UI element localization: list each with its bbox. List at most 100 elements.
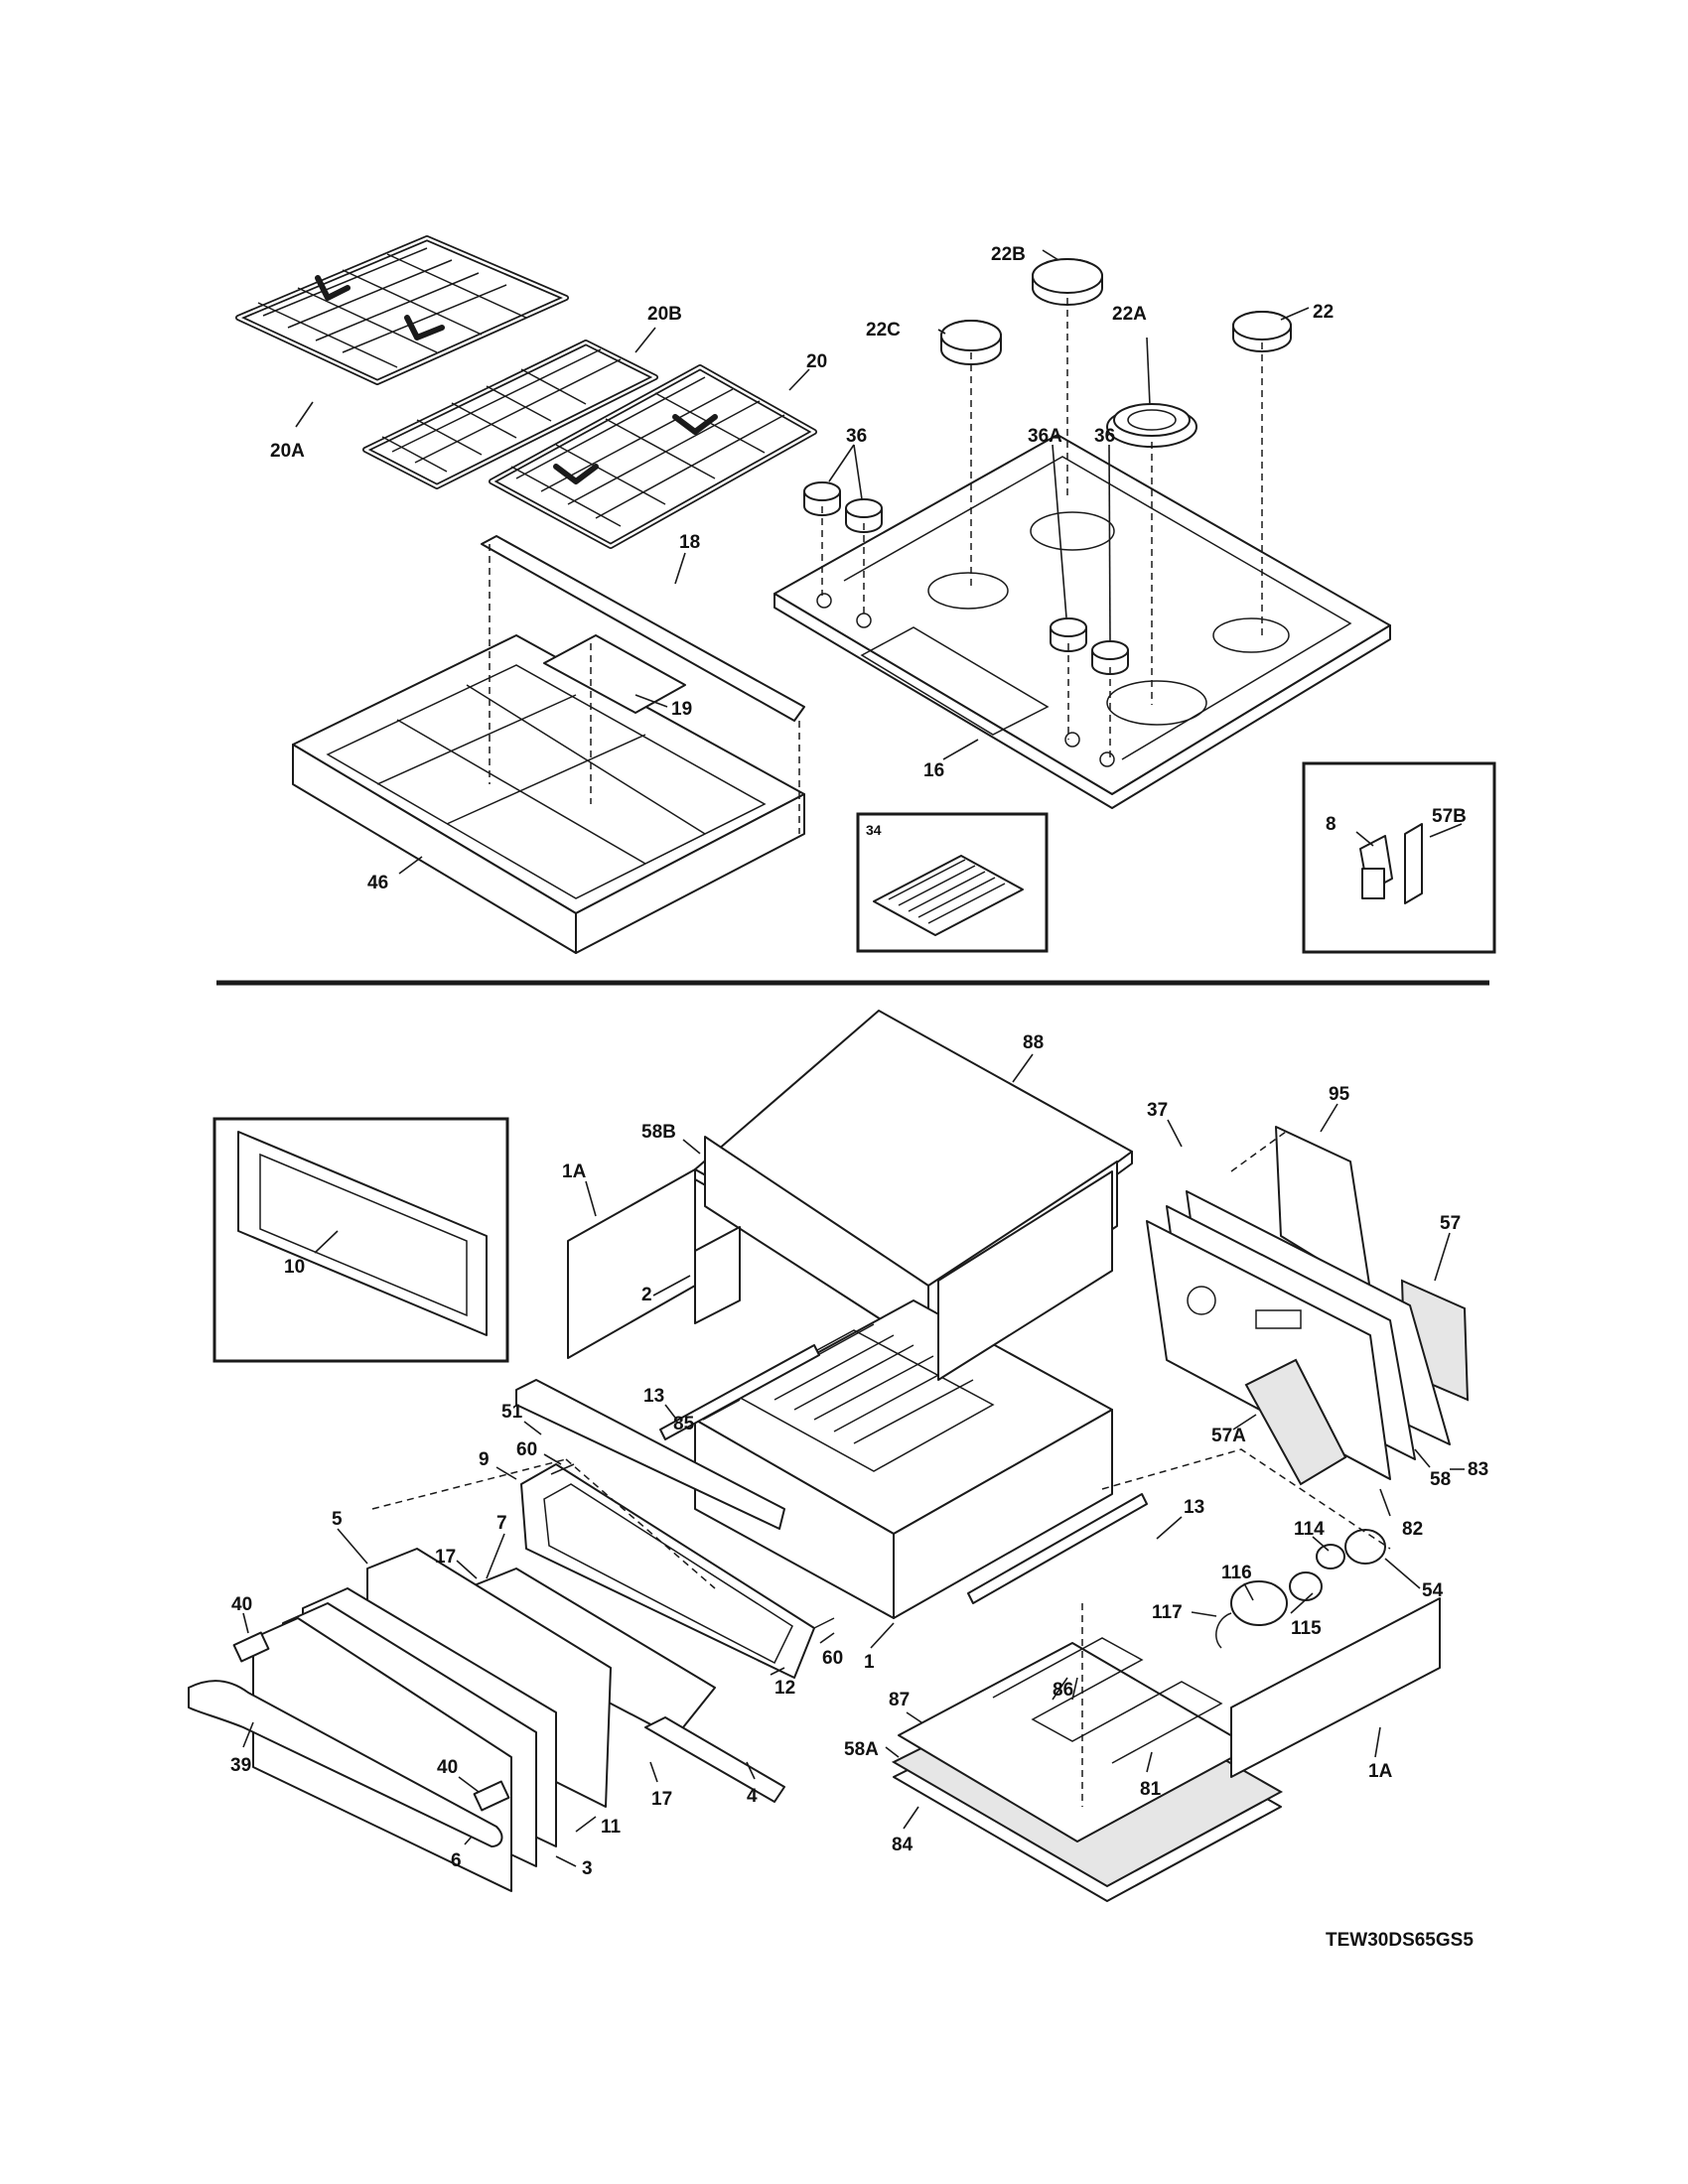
label-19: 19 [671,699,692,720]
leader-lines [242,249,1465,1867]
cooktop-16 [774,434,1391,809]
burner-cap-22a [1106,403,1197,448]
cavity-back [937,1170,1113,1381]
model-number: TEW30DS65GS5 [1326,1930,1474,1951]
label-51: 51 [501,1402,523,1423]
label-2: 2 [641,1285,652,1305]
inset-box-34 [856,812,1049,953]
endcap-40-left [232,1631,270,1663]
label-22a: 22A [1112,304,1147,325]
side-panel-1a-left [567,1168,696,1359]
trim-4 [644,1716,785,1803]
label-22c: 22C [866,320,901,341]
endcap-40-right [473,1780,510,1812]
label-88: 88 [1023,1032,1044,1053]
slide-rail-13-right [967,1493,1148,1604]
label-46: 46 [367,873,388,893]
grate-20a [235,235,569,385]
door-liner-10 [237,1131,488,1336]
grate-20b [362,340,658,489]
label-60-right: 60 [822,1648,843,1669]
label-57b: 57B [1432,806,1467,827]
element-81 [992,1637,1223,1764]
label-22b: 22B [991,244,1026,265]
inset-box-8-57b [1302,761,1496,954]
label-86: 86 [1053,1680,1073,1701]
griddle-34 [873,855,1024,936]
label-117: 117 [1152,1602,1183,1623]
lamp-parts [1215,1529,1386,1649]
label-116: 116 [1221,1563,1252,1583]
label-1a-right: 1A [1368,1761,1393,1782]
burner-cap-22b [1032,258,1103,306]
slide-rail-13-left [659,1344,820,1440]
label-3: 3 [582,1858,593,1879]
label-115: 115 [1291,1618,1322,1639]
label-13-left: 13 [643,1386,664,1407]
label-7: 7 [496,1513,507,1534]
label-11: 11 [601,1817,622,1838]
label-10: 10 [284,1257,305,1278]
label-58: 58 [1430,1469,1451,1490]
label-57: 57 [1440,1213,1461,1234]
igniter-8 [1359,823,1423,904]
label-20b: 20B [647,304,682,325]
label-6: 6 [451,1850,462,1871]
label-87: 87 [889,1690,910,1710]
label-1: 1 [864,1652,875,1673]
label-5: 5 [332,1509,343,1530]
label-18: 18 [679,532,700,553]
label-39: 39 [230,1755,251,1776]
bracket-2 [694,1226,741,1324]
label-34: 34 [866,822,882,838]
side-panel-1a-right [1230,1597,1441,1778]
label-114: 114 [1294,1519,1325,1540]
label-12: 12 [774,1678,795,1699]
grate-20 [489,364,817,549]
panel-82 [1146,1220,1391,1480]
label-17-bottom: 17 [651,1789,672,1810]
label-58b: 58B [641,1122,676,1143]
label-13-right: 13 [1184,1497,1204,1518]
label-95: 95 [1329,1084,1350,1105]
drawer-body-1 [694,1299,1113,1619]
label-40-left: 40 [231,1594,252,1615]
knobs-36 [803,481,1129,675]
alignment-lines [371,298,1391,1807]
label-81: 81 [1140,1779,1162,1800]
label-36a: 36A [1028,426,1062,447]
burner-cap-22 [1232,311,1292,352]
panel-57a [1244,1358,1347,1486]
label-20a: 20A [270,441,305,462]
inset-box-10 [212,1117,509,1363]
label-22: 22 [1313,302,1334,323]
label-85: 85 [673,1414,695,1434]
label-54: 54 [1422,1580,1444,1601]
label-40-right: 40 [437,1757,458,1778]
trim-18 [481,535,805,722]
panel-51 [515,1379,785,1530]
label-16: 16 [923,760,944,781]
label-1a-left: 1A [562,1161,587,1182]
label-57a: 57A [1211,1426,1246,1446]
screws-60 [550,1463,835,1629]
callout-labels: 22B 22C 22A 22 20B 20 20A 36 36A 36 18 1… [230,244,1488,1879]
label-8: 8 [1326,814,1336,835]
burner-cap-22c [940,320,1002,365]
label-17-top: 17 [435,1547,456,1568]
label-82: 82 [1402,1519,1423,1540]
label-60-top: 60 [516,1439,537,1460]
label-37: 37 [1147,1100,1168,1121]
label-20: 20 [806,351,827,372]
frame-46 [292,634,805,954]
handle-39 [188,1680,503,1847]
label-36-right: 36 [1094,426,1115,447]
label-4: 4 [747,1786,758,1807]
label-58a: 58A [844,1739,879,1760]
label-9: 9 [479,1449,490,1470]
label-36-top: 36 [846,426,867,447]
label-83: 83 [1468,1459,1488,1480]
door-frame-9 [520,1463,815,1679]
label-84: 84 [892,1835,914,1855]
